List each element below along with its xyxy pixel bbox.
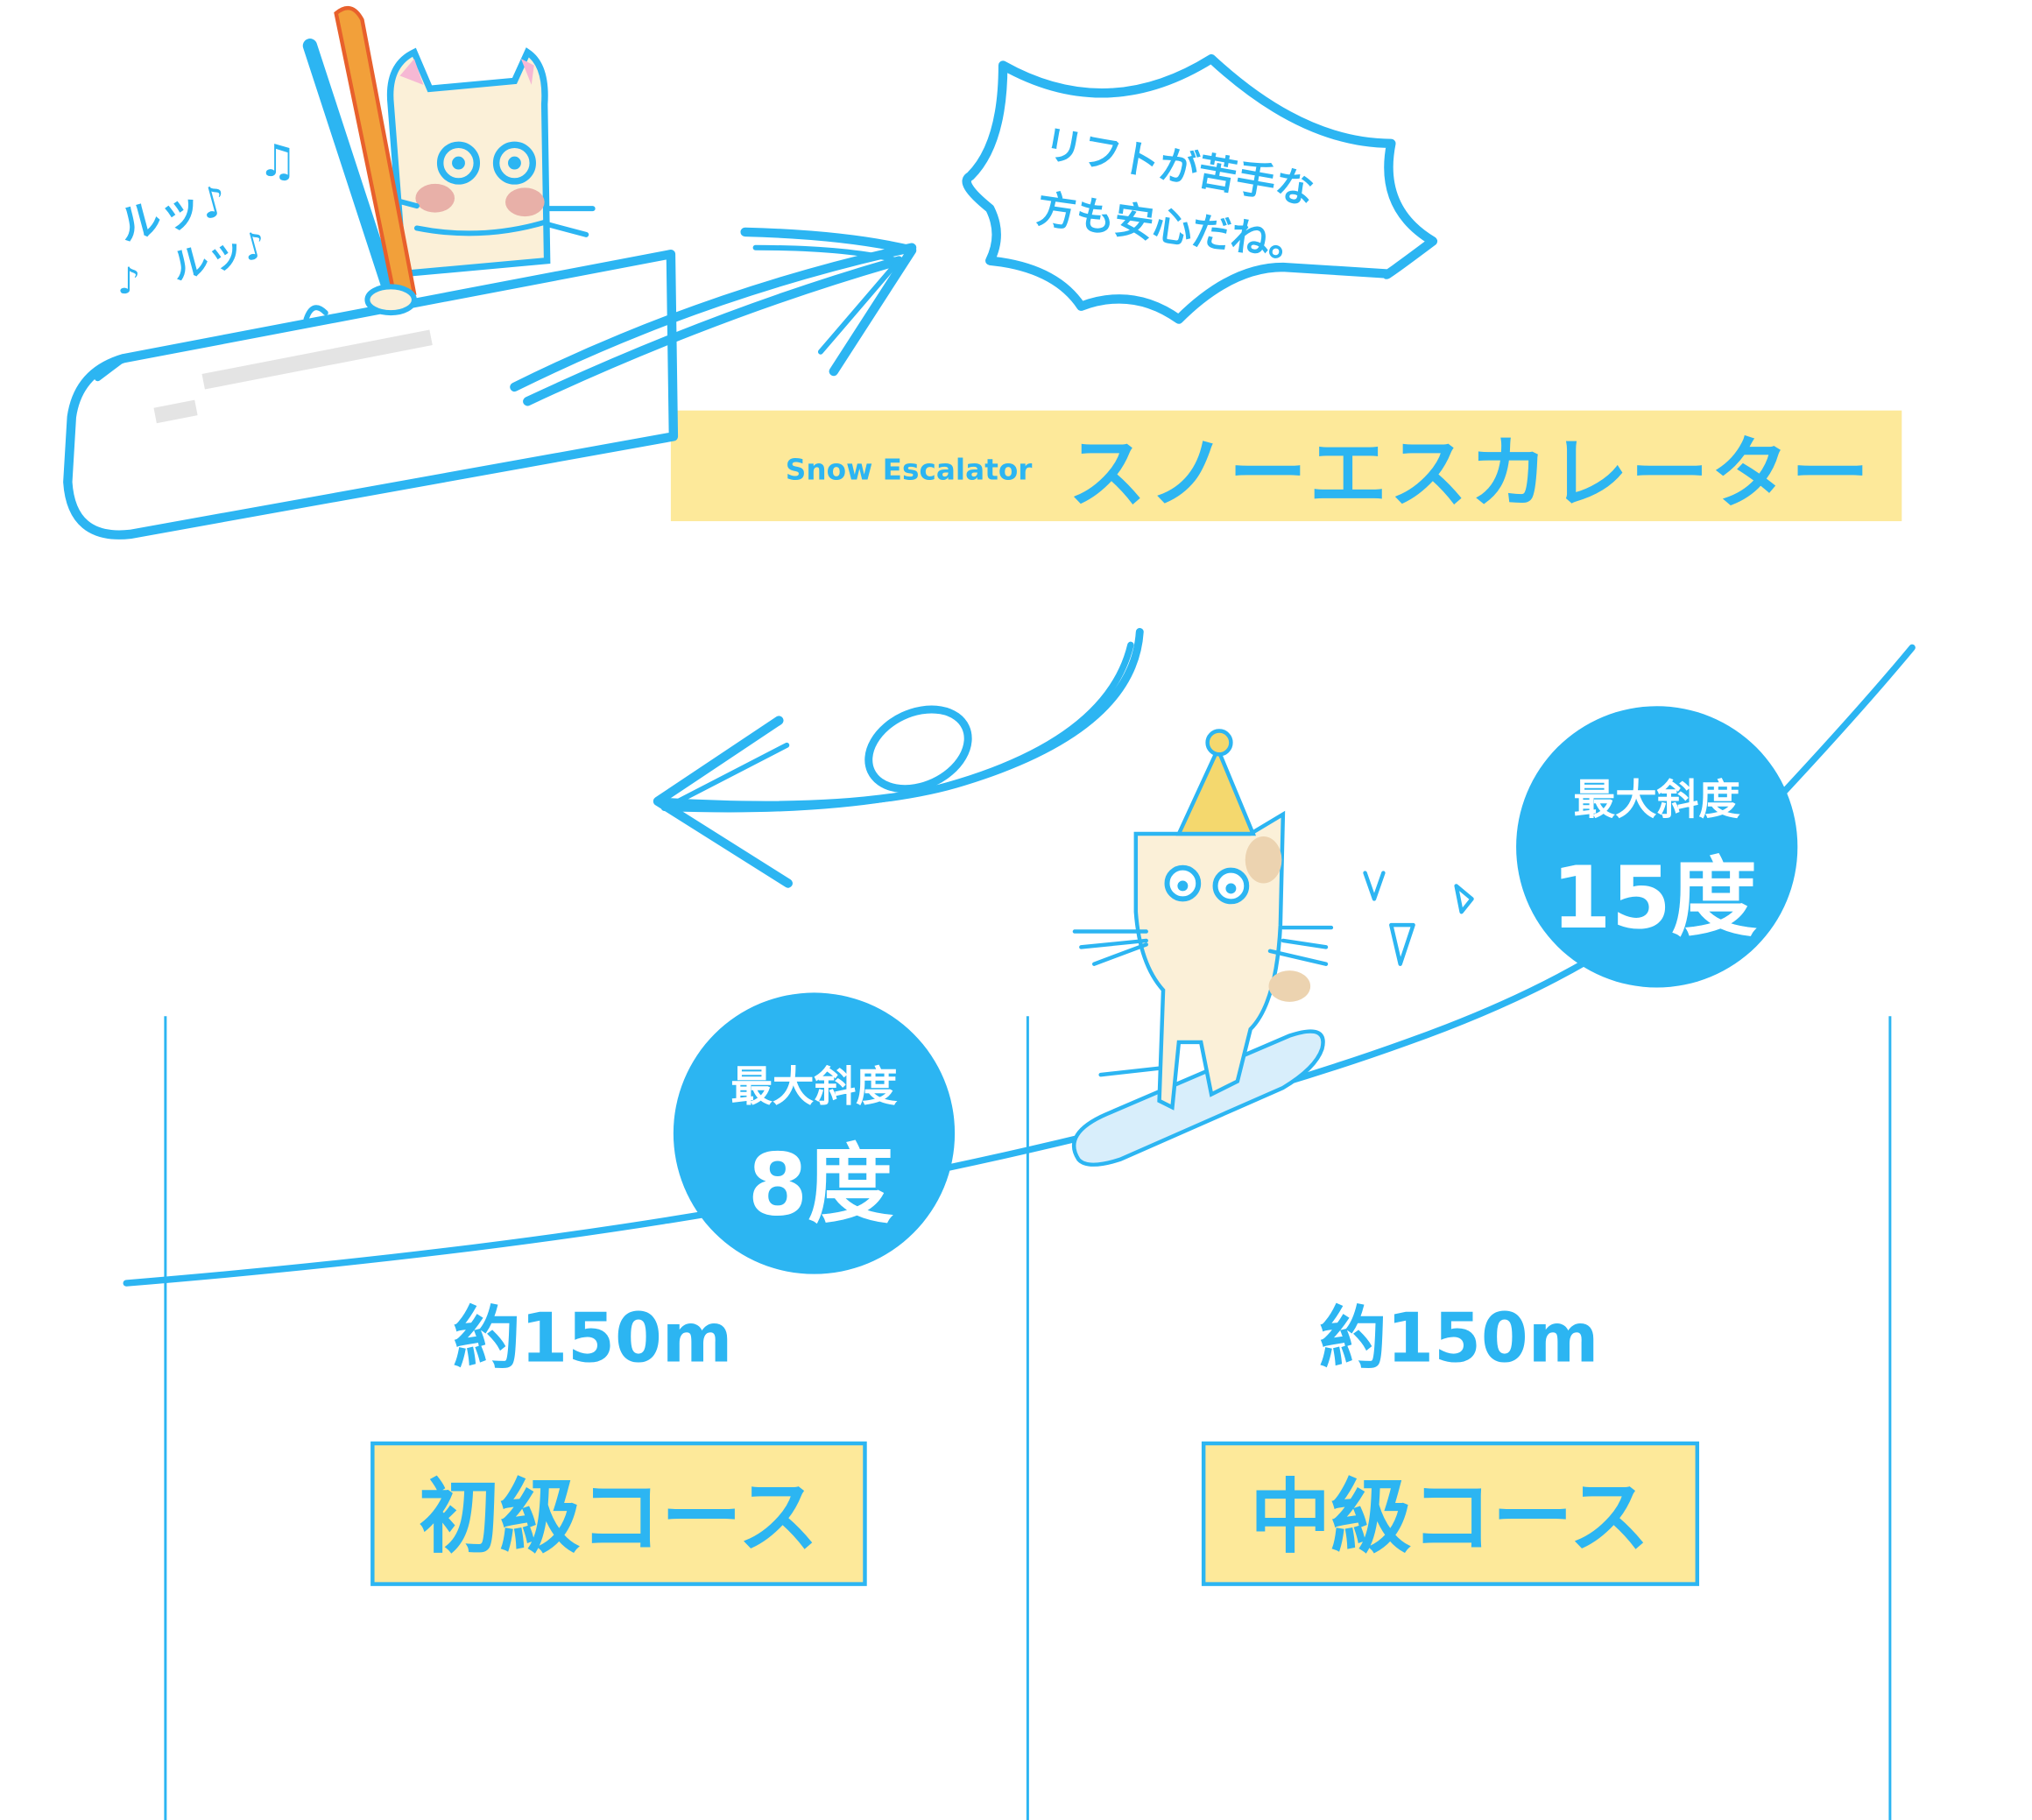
humming-notes: ルッ♪ ルッ♪ ♫ ♪: [114, 135, 298, 302]
snowboard-cat-icon: [1071, 729, 1474, 1167]
cat-with-ski-icon: [302, 5, 596, 322]
max-slope-badge-beginner: 最大斜度 8度: [673, 992, 956, 1274]
banner-subtitle: Snow Escalator: [786, 453, 1034, 486]
escalator-banner: Snow Escalator スノーエスカレーター: [670, 410, 1902, 522]
music-note-icon: ♫: [258, 135, 297, 187]
speech-bubble: リフトが苦手な 方も安心だね。: [962, 53, 1438, 324]
course-name: 中級コース: [1250, 1470, 1649, 1564]
course-label-intermediate: 中級コース: [1201, 1441, 1700, 1586]
music-note-icon-2: ♪: [117, 259, 141, 302]
course-length-beginner: 約150m: [453, 1299, 732, 1378]
slope-value: 15度: [1551, 849, 1757, 949]
course-name: 初級コース: [419, 1470, 818, 1564]
arrow-up-right-icon: [510, 227, 917, 406]
slope-label: 最大斜度: [730, 1063, 898, 1111]
slope-value: 8度: [748, 1135, 893, 1235]
course-dividers: [164, 1016, 1892, 1820]
max-slope-badge-intermediate: 最大斜度 15度: [1516, 706, 1798, 988]
course-length-intermediate: 約150m: [1319, 1299, 1598, 1378]
course-label-beginner: 初級コース: [370, 1441, 867, 1586]
slope-label: 最大斜度: [1574, 777, 1741, 825]
escalator-drawing: [63, 250, 679, 540]
arrow-loop-left-icon: [653, 628, 1144, 888]
